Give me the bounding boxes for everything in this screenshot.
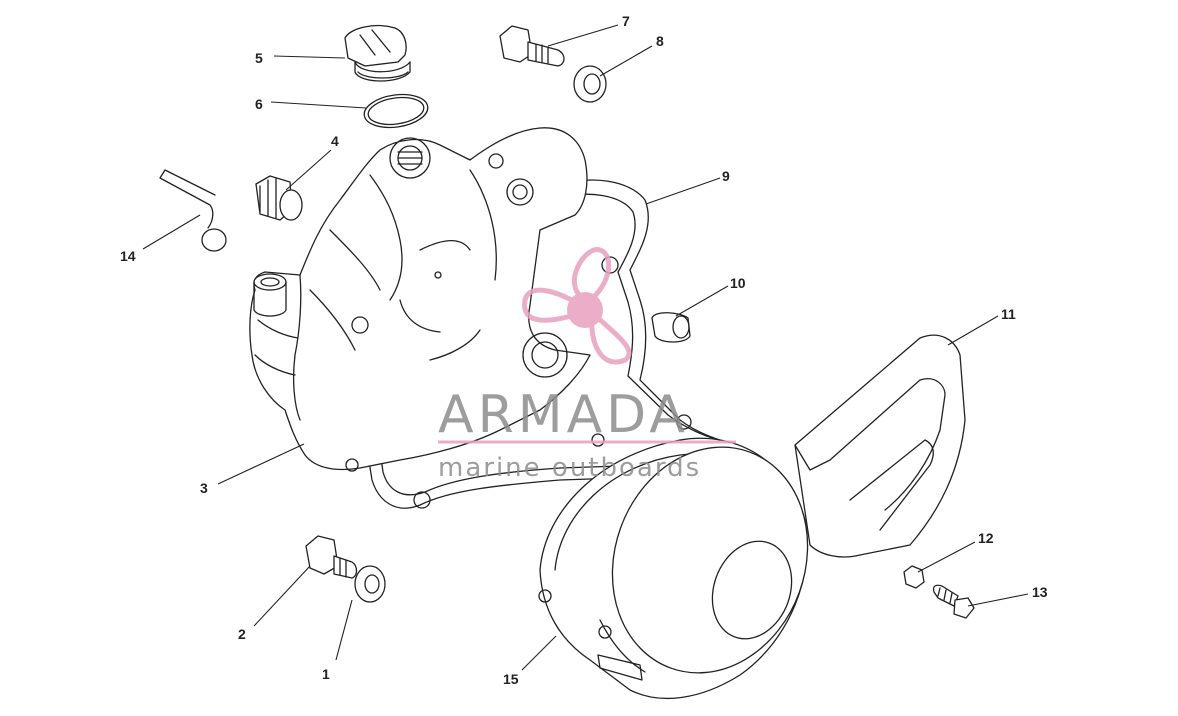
part-plug: [255, 175, 303, 221]
watermark: ARMADA marine outboards: [438, 247, 736, 483]
part-collar: [651, 312, 691, 343]
callout-10: 10: [730, 275, 746, 291]
callout-15: 15: [503, 671, 519, 687]
part-ignition-cover: [538, 437, 809, 699]
callout-8: 8: [656, 33, 664, 49]
callout-11: 11: [1001, 306, 1016, 322]
part-bolt-side: [932, 584, 975, 619]
callout-14: 14: [120, 248, 136, 264]
part-chain-guard: [794, 334, 966, 558]
callout-9: 9: [722, 168, 730, 184]
part-filler-cap: [344, 24, 411, 82]
part-bolt-bottom: [305, 535, 358, 579]
part-crankcase-cover: [249, 127, 591, 472]
callout-3: 3: [200, 480, 208, 496]
callout-5: 5: [255, 50, 263, 66]
part-washer-bottom: [354, 565, 386, 603]
part-spring-clip: [159, 169, 227, 252]
callout-12: 12: [978, 530, 994, 546]
callouts: 1 2 3 4 5 6 7 8 9 10 11 12 13 14 15: [120, 13, 1048, 687]
part-o-ring: [363, 93, 429, 129]
watermark-propeller-icon: [522, 247, 632, 365]
watermark-tagline: marine outboards: [438, 453, 701, 483]
callout-6: 6: [255, 96, 263, 112]
part-bolt-top: [499, 25, 565, 67]
part-washer-top: [573, 65, 607, 103]
callout-4: 4: [331, 133, 339, 149]
watermark-brand: ARMADA: [438, 385, 689, 445]
callout-1: 1: [322, 666, 330, 682]
leader-lines: [142, 24, 1029, 671]
callout-2: 2: [238, 626, 246, 642]
part-small-nut: [903, 565, 925, 589]
callout-13: 13: [1032, 584, 1048, 600]
callout-7: 7: [622, 13, 630, 29]
